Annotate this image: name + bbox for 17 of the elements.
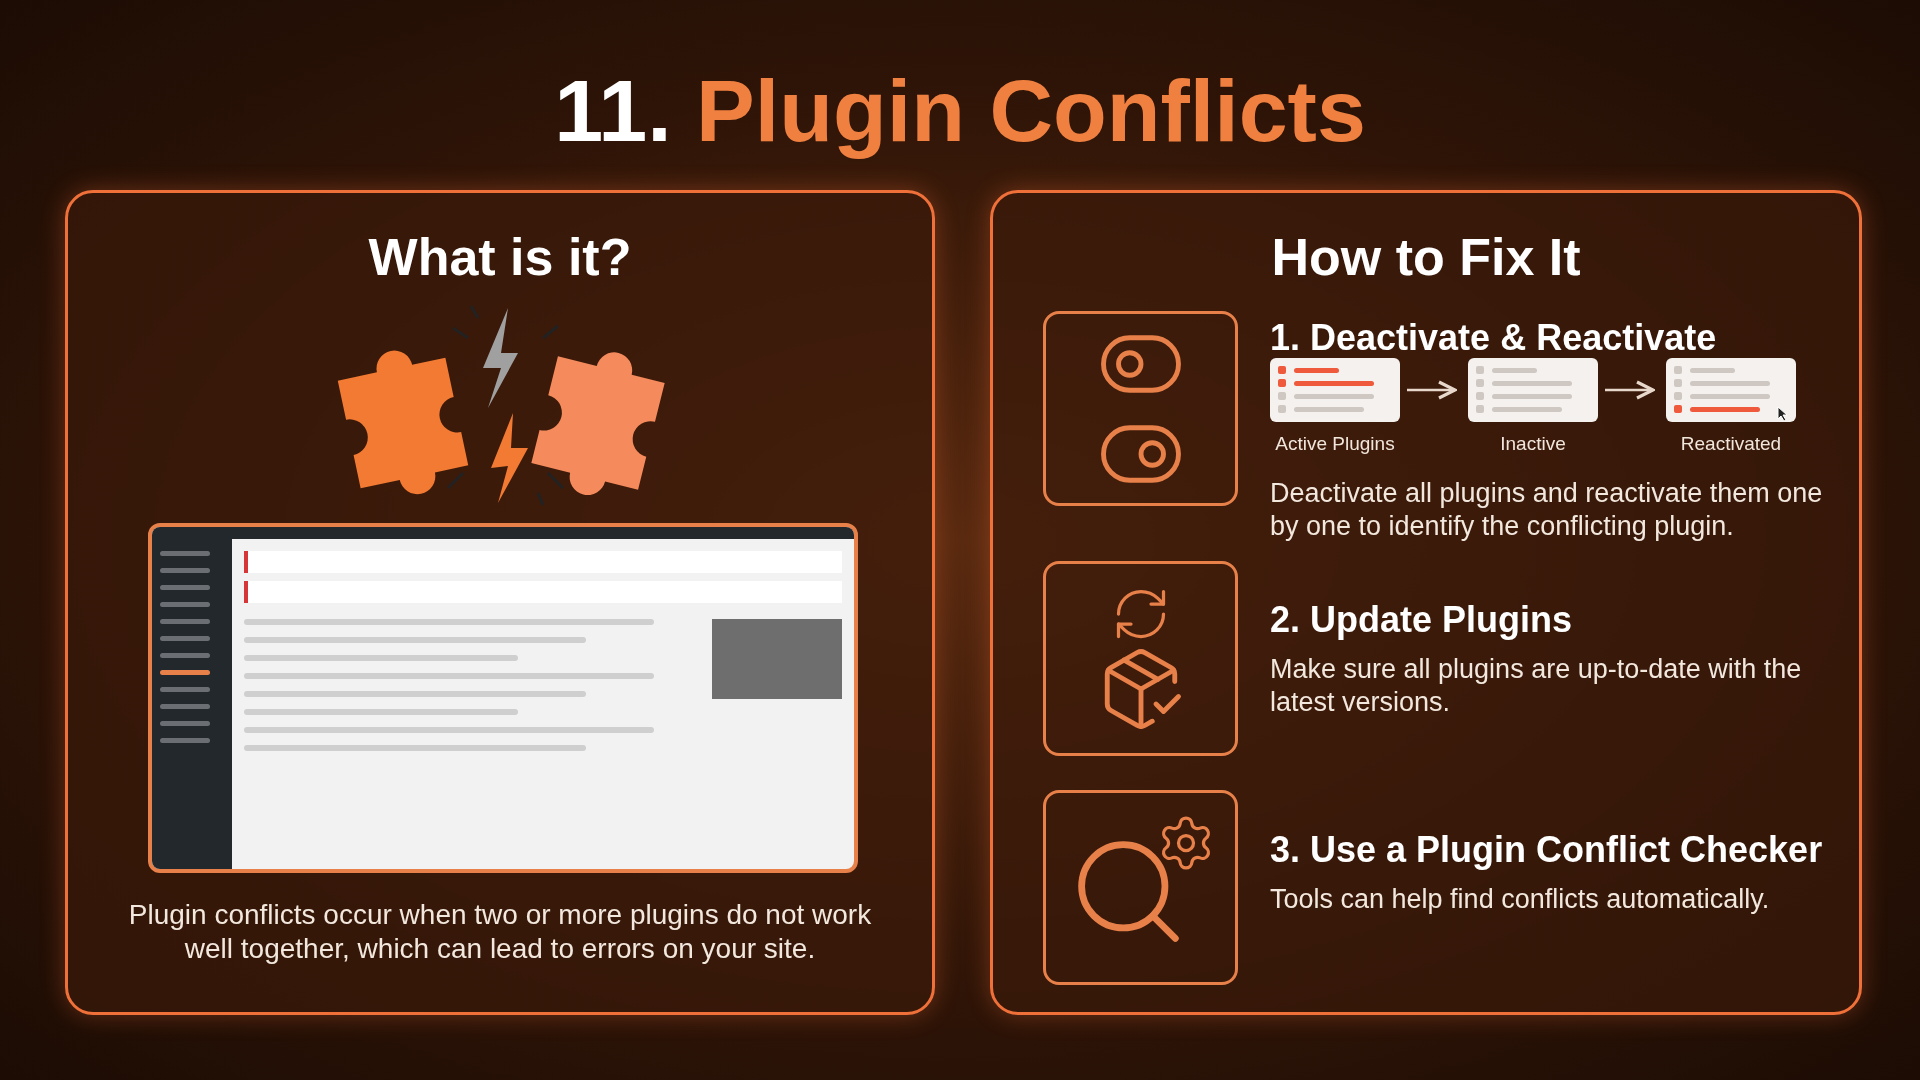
arrow (1407, 380, 1457, 400)
card-caption: Reactivated (1680, 431, 1782, 456)
step-heading: 1. Deactivate & Reactivate (1270, 316, 1718, 360)
panel-heading: How to Fix It (1270, 227, 1582, 288)
card-caption: Inactive (1500, 431, 1566, 456)
step-description: Deactivate all plugins and reactivate them one by one to identify the conflicting plugin. (1270, 477, 1824, 543)
description-text: Plugin conflicts occur when two or more plugins do not work well together, which can lead to errors on your site. (127, 898, 873, 966)
panel (990, 190, 1862, 1015)
step-description: Tools can help find conflicts automatically. (1270, 883, 1771, 916)
card-caption: Active Plugins (1275, 431, 1395, 456)
step-description: Make sure all plugins are up-to-date with the latest versions. (1270, 653, 1803, 719)
panel (65, 190, 935, 1015)
page-title: 11. Plugin Conflicts (553, 60, 1367, 162)
step-heading: 3. Use a Plugin Conflict Checker (1270, 828, 1824, 872)
step-heading: 2. Update Plugins (1270, 598, 1574, 642)
arrow (1605, 380, 1655, 400)
panel-heading: What is it? (367, 227, 633, 288)
